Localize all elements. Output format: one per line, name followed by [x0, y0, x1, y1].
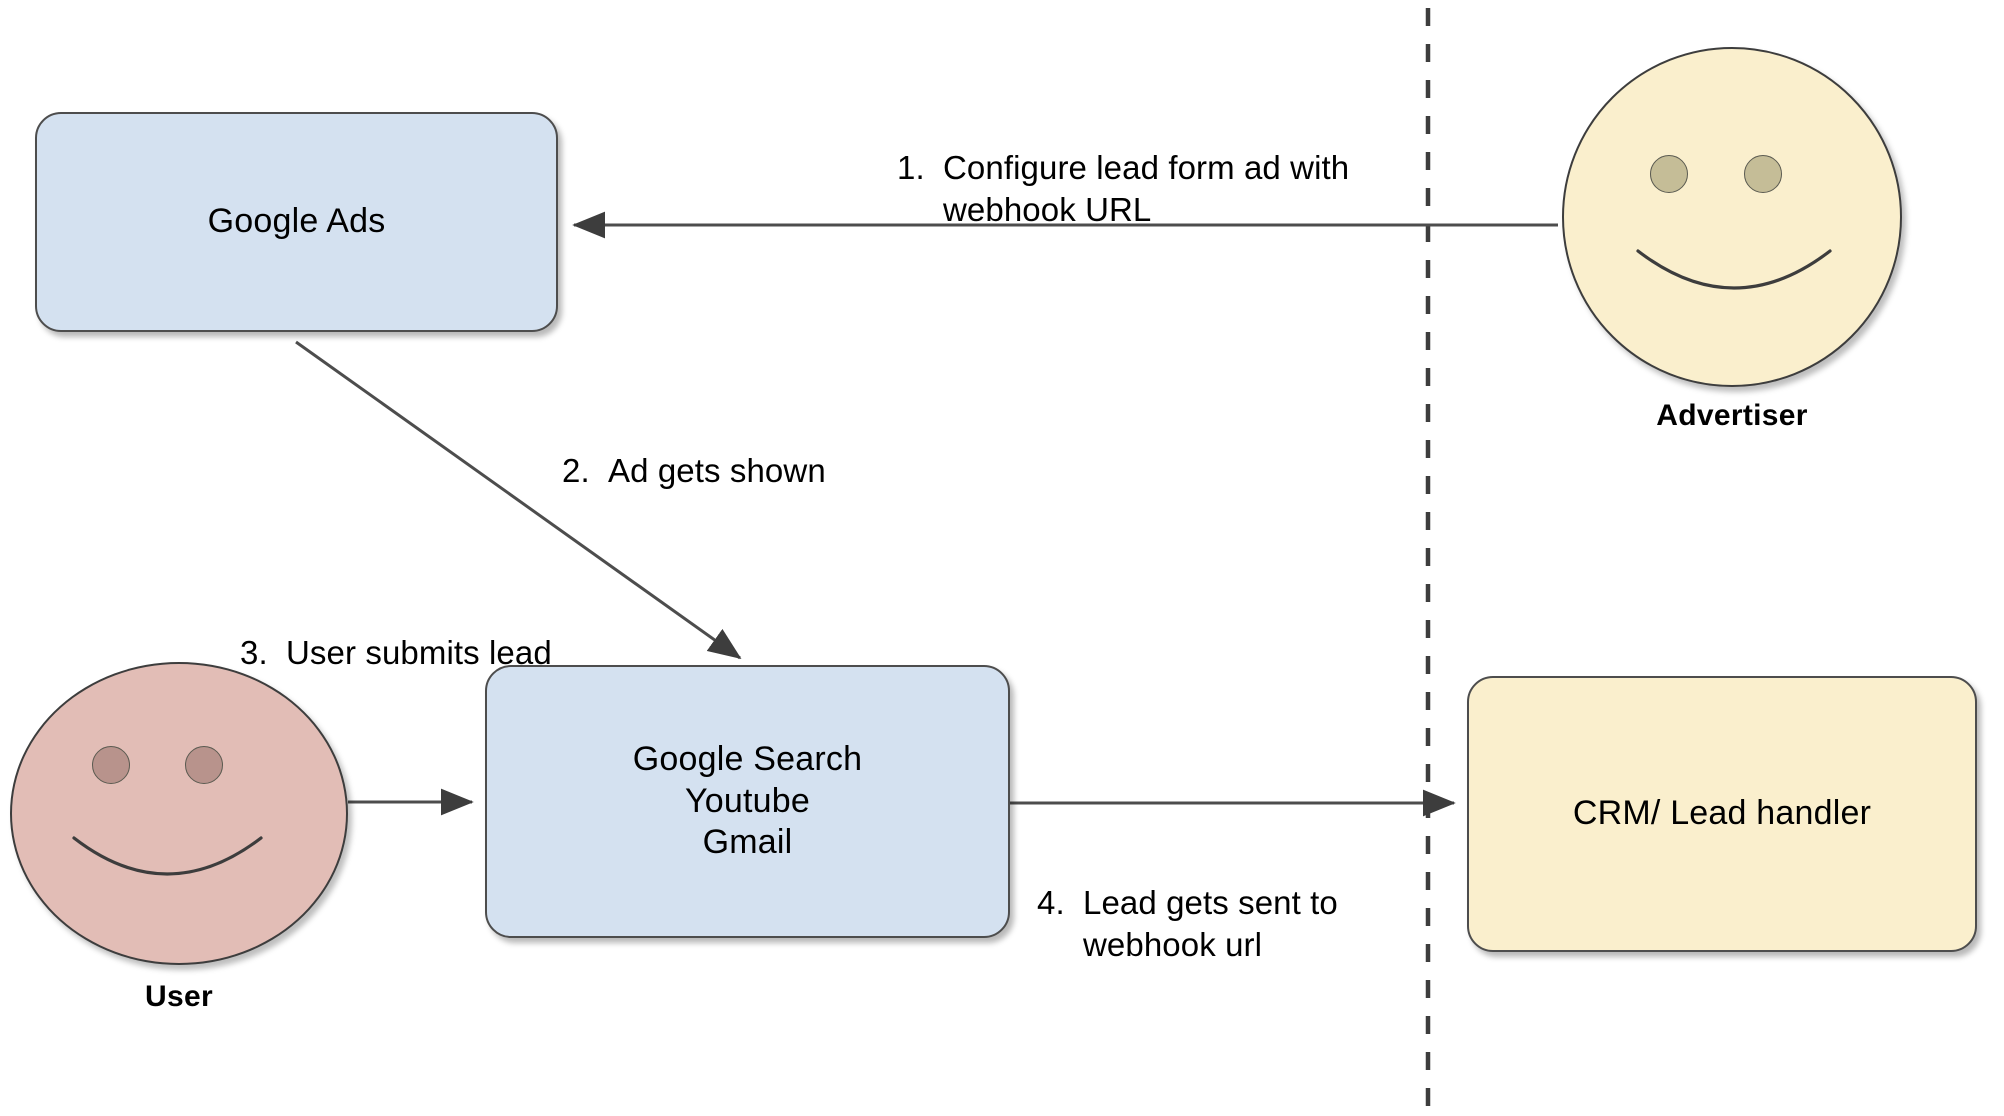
step-2-label: 2. Ad gets shown: [562, 408, 982, 492]
step-3-label: 3. User submits lead: [240, 590, 660, 674]
eye-right-icon: [185, 746, 223, 784]
step-1-label: 1. Configure lead form ad with webhook UR…: [897, 105, 1417, 232]
step-3-number: 3.: [240, 634, 268, 672]
eye-left-icon: [1650, 155, 1688, 193]
actor-user-label: User: [145, 980, 213, 1013]
smiley-face-icon: [10, 662, 348, 965]
node-google-properties[interactable]: Google Search Youtube Gmail: [485, 665, 1010, 938]
eye-right-icon: [1744, 155, 1782, 193]
actor-advertiser-label: Advertiser: [1656, 399, 1808, 432]
actor-advertiser[interactable]: Advertiser: [1562, 47, 1902, 432]
smile-mouth-icon: [72, 836, 263, 876]
node-crm-lead-handler-label: CRM/ Lead handler: [1572, 794, 1872, 833]
step-2-number: 2.: [562, 452, 590, 490]
smile-mouth-icon: [1636, 249, 1832, 290]
actor-user[interactable]: User: [10, 662, 348, 1013]
node-crm-lead-handler[interactable]: CRM/ Lead handler: [1467, 676, 1977, 952]
step-4-text: Lead gets sent to webhook url: [1083, 884, 1338, 964]
step-1-text: Configure lead form ad with webhook URL: [943, 149, 1350, 229]
step-4-label: 4. Lead gets sent to webhook url: [1037, 840, 1437, 967]
step-4-number: 4.: [1037, 884, 1065, 922]
eye-left-icon: [92, 746, 130, 784]
step-1-number: 1.: [897, 149, 925, 187]
smiley-face-icon: [1562, 47, 1902, 387]
step-3-text: User submits lead: [286, 634, 552, 672]
step-2-text: Ad gets shown: [608, 452, 826, 490]
node-google-ads[interactable]: Google Ads: [35, 112, 558, 332]
node-google-properties-label: Google Search Youtube Gmail: [632, 740, 863, 862]
node-google-ads-label: Google Ads: [207, 202, 386, 241]
